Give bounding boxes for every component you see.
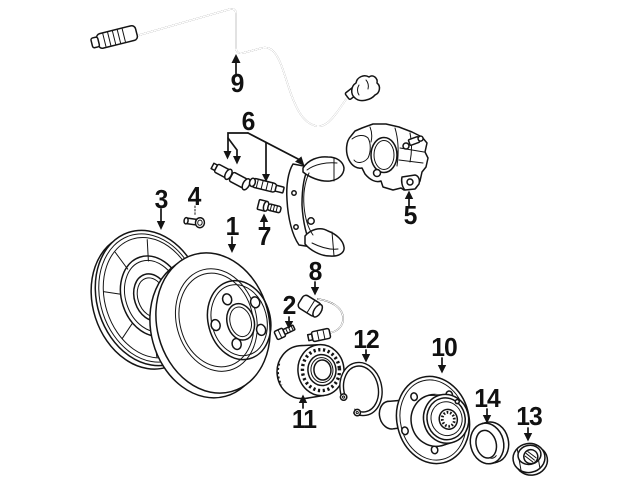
seal-ring-drawing <box>469 421 510 465</box>
callout-arrow-12 <box>361 349 371 363</box>
callout-arrow-3 <box>156 208 166 230</box>
guide-bushing-large <box>228 171 251 191</box>
callout-label-8: 8 <box>308 256 323 286</box>
guide-pin-set-drawing <box>210 132 305 194</box>
callout-label-10: 10 <box>431 332 458 362</box>
callout-label-3: 3 <box>154 184 169 214</box>
sensor-connector <box>306 327 332 343</box>
callout-bracket-6 <box>223 132 305 182</box>
callout-label-13: 13 <box>516 401 543 431</box>
wheel-bearing-drawing <box>276 343 345 400</box>
wheel-hub-drawing <box>378 375 471 465</box>
callout-label-14: 14 <box>474 383 501 413</box>
callout-label-7: 7 <box>257 221 272 251</box>
callout-arrow-1 <box>227 236 237 253</box>
callout-label-12: 12 <box>353 324 380 354</box>
bleeder-screw <box>407 135 424 146</box>
collar-nut-drawing <box>512 442 549 476</box>
callout-label-1: 1 <box>225 211 240 241</box>
caliper-carrier-drawing <box>286 156 345 257</box>
callout-arrow-11 <box>298 394 308 409</box>
sensor-drawing <box>297 294 344 343</box>
brake-disc-drawing <box>149 252 272 399</box>
callout-label-4: 4 <box>187 181 202 211</box>
guide-pin <box>248 177 285 194</box>
callout-arrow-10 <box>437 357 447 374</box>
callout-arrow-9 <box>231 54 241 77</box>
shield-screw-drawing <box>183 205 206 229</box>
carrier-bolt-drawing <box>256 198 282 214</box>
callout-arrow-13 <box>523 427 533 442</box>
callout-label-9: 9 <box>230 68 245 98</box>
callout-arrow-8 <box>310 281 320 296</box>
callout-arrow-2 <box>284 316 294 330</box>
callout-arrow-7 <box>259 213 269 229</box>
hose-end-fitting <box>90 24 139 50</box>
guide-bushing-small <box>210 162 233 181</box>
snap-ring-drawing <box>331 361 383 424</box>
set-screw-drawing <box>273 324 296 341</box>
callout-arrow-5 <box>404 190 414 207</box>
callout-label-5: 5 <box>403 200 418 230</box>
hose-line-drawing <box>90 8 381 128</box>
callout-label-11: 11 <box>291 404 317 434</box>
callout-label-2: 2 <box>282 290 297 320</box>
callout-label-6: 6 <box>241 106 256 136</box>
callout-arrow-14 <box>482 408 492 424</box>
plug-connector <box>351 75 381 102</box>
brake-caliper-drawing <box>345 123 429 191</box>
